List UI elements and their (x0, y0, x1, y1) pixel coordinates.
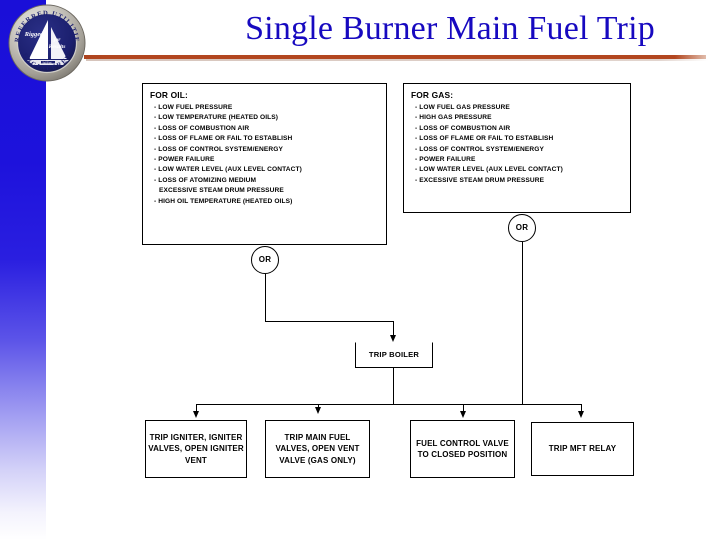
oil-causes-box: FOR OIL: - LOW FUEL PRESSURE - LOW TEMPE… (142, 83, 387, 245)
connector-trip-boiler-feed (393, 321, 394, 336)
action-label: TRIP MFT RELAY (548, 444, 617, 454)
list-item: - HIGH OIL TEMPERATURE (HEATED OILS) (154, 197, 293, 205)
action-label: FUEL CONTROL VALVE TO CLOSED POSITION (416, 438, 509, 459)
connector-gas-or-down (522, 242, 523, 405)
or-gate-gas: OR (508, 214, 536, 242)
list-item: - LOSS OF ATOMIZING MEDIUM (154, 176, 257, 184)
list-item: - POWER FAILURE (154, 156, 215, 164)
svg-text:Rigged: Rigged (24, 31, 44, 38)
list-item: - LOSS OF COMBUSTION AIR (415, 124, 511, 132)
oil-causes-heading: FOR OIL: (150, 90, 188, 100)
slide-title: Single Burner Main Fuel Trip (245, 10, 655, 47)
or-gate-oil: OR (251, 246, 279, 274)
arrow-into-action-1 (193, 411, 199, 418)
connector-action-4 (581, 404, 582, 413)
arrow-into-action-3 (460, 411, 466, 418)
title-rule (84, 55, 706, 59)
title-rule-shadow (86, 59, 708, 61)
list-item: - EXCESSIVE STEAM DRUM PRESSURE (415, 176, 545, 184)
list-item: EXCESSIVE STEAM DRUM PRESSURE (159, 187, 284, 195)
connector-oil-to-trip-horizontal (265, 321, 394, 322)
list-item: - LOW FUEL PRESSURE (154, 104, 233, 111)
trip-boiler-box: TRIP BOILER (355, 342, 433, 368)
gas-causes-list: - LOW FUEL GAS PRESSURE - HIGH GAS PRESS… (411, 103, 623, 186)
connector-action-3 (463, 404, 464, 413)
company-logo: Sail Fast PREFERRED UTILITIES ENGINEERED… (4, 0, 87, 83)
distribution-bus (196, 404, 582, 405)
list-item: - HIGH GAS PRESSURE (415, 114, 492, 122)
action-box-fuel-control-valve: FUEL CONTROL VALVE TO CLOSED POSITION (410, 420, 515, 478)
list-item: - LOSS OF CONTROL SYSTEM/ENERGY (154, 145, 284, 153)
oil-causes-list: - LOW FUEL PRESSURE - LOW TEMPERATURE (H… (150, 103, 379, 207)
svg-text:for: for (54, 37, 62, 43)
connector-action-2 (318, 404, 319, 409)
gas-causes-heading: FOR GAS: (411, 90, 454, 100)
action-box-trip-igniter: TRIP IGNITER, IGNITER VALVES, OPEN IGNIT… (145, 420, 247, 478)
svg-text:Results: Results (48, 44, 66, 50)
list-item: - LOW TEMPERATURE (HEATED OILS) (154, 114, 279, 122)
preferred-utilities-seal-icon: Sail Fast PREFERRED UTILITIES ENGINEERED… (4, 0, 86, 82)
list-item: - LOW FUEL GAS PRESSURE (415, 104, 510, 111)
list-item: - LOSS OF FLAME OR FAIL TO ESTABLISH (415, 135, 554, 143)
arrow-into-action-2 (315, 407, 321, 414)
list-item: - LOSS OF CONTROL SYSTEM/ENERGY (415, 145, 545, 153)
list-item: - POWER FAILURE (415, 156, 476, 164)
action-box-trip-main-fuel-valves: TRIP MAIN FUEL VALVES, OPEN VENT VALVE (… (265, 420, 370, 478)
list-item: - LOSS OF COMBUSTION AIR (154, 124, 250, 132)
connector-action-1 (196, 404, 197, 413)
arrow-into-trip-boiler (390, 335, 396, 342)
decorative-side-band (0, 0, 46, 540)
list-item: - LOSS OF FLAME OR FAIL TO ESTABLISH (154, 135, 293, 143)
action-label: TRIP MAIN FUEL VALVES, OPEN VENT VALVE (… (275, 432, 360, 465)
action-label: TRIP IGNITER, IGNITER VALVES, OPEN IGNIT… (148, 432, 244, 465)
list-item: - LOW WATER LEVEL (AUX LEVEL CONTACT) (415, 166, 563, 174)
connector-trip-boiler-out (393, 368, 394, 405)
list-item: - LOW WATER LEVEL (AUX LEVEL CONTACT) (154, 166, 302, 174)
arrow-into-action-4 (578, 411, 584, 418)
connector-oil-or-down (265, 274, 266, 321)
gas-causes-box: FOR GAS: - LOW FUEL GAS PRESSURE - HIGH … (403, 83, 631, 213)
svg-text:Sail Fast: Sail Fast (42, 62, 51, 65)
action-box-trip-mft-relay: TRIP MFT RELAY (531, 422, 634, 476)
